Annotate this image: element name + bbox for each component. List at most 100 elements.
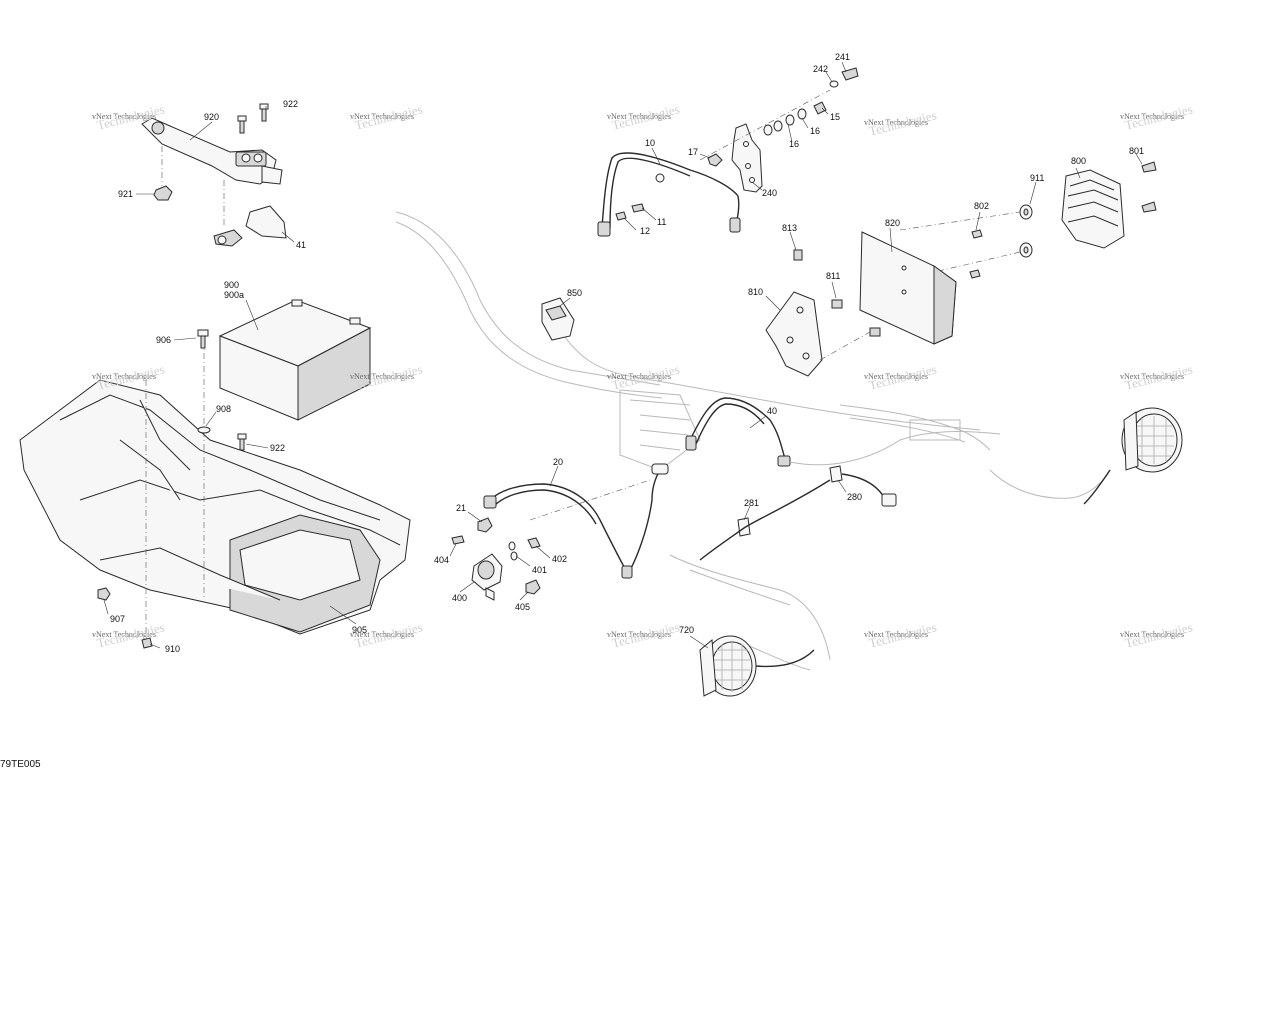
callout-280: 280: [847, 492, 862, 502]
nut-921: [153, 185, 173, 201]
callout-850: 850: [567, 288, 582, 298]
callout-405: 405: [515, 602, 530, 612]
battery-cable-bracket: [141, 117, 283, 185]
callout-820: 820: [885, 218, 900, 228]
callout-20: 20: [553, 457, 563, 467]
callout-922: 922: [270, 443, 285, 453]
callout-922: 922: [283, 99, 298, 109]
callout-10: 10: [645, 138, 655, 148]
callout-17: 17: [688, 147, 698, 157]
callout-921: 921: [118, 189, 133, 199]
relay-400: [471, 553, 503, 601]
nut-21: [477, 517, 493, 533]
callout-12: 12: [640, 226, 650, 236]
light-right: [1083, 407, 1183, 505]
connector-850: [541, 297, 575, 341]
callout-21: 21: [456, 503, 466, 513]
callout-911: 911: [1030, 173, 1044, 183]
callout-800: 800: [1071, 156, 1086, 166]
callout-813: 813: [782, 223, 797, 233]
mount-bracket-240: [731, 123, 763, 193]
clip-280: [829, 465, 897, 507]
callout-720: 720: [679, 625, 694, 635]
watermark-text: vNext Technologies: [350, 372, 414, 381]
callout-920: 920: [204, 112, 219, 122]
watermark-text: vNext Technologies: [1120, 372, 1184, 381]
watermark-text: vNext Technologies: [607, 630, 671, 639]
callout-241: 241: [835, 52, 850, 62]
callout-910: 910: [165, 644, 180, 654]
callout-242: 242: [813, 64, 828, 74]
battery-900: [218, 299, 372, 421]
light-720: [699, 635, 815, 697]
callout-41: 41: [296, 240, 306, 250]
watermark-text: vNext Technologies: [864, 630, 928, 639]
leader-lines: [103, 61, 1143, 649]
screw-11-12: [615, 203, 645, 221]
bolt-906: [197, 329, 209, 349]
watermark-text: vNext Technologies: [1120, 630, 1184, 639]
screw-404: [451, 535, 465, 545]
washer-908: [197, 426, 211, 434]
callout-801: 801: [1129, 146, 1144, 156]
callout-240: 240: [762, 188, 777, 198]
callout-400: 400: [452, 593, 467, 603]
callout-404: 404: [434, 555, 449, 565]
bolt-920-top: [237, 115, 247, 134]
washers-911: [1019, 204, 1033, 258]
screws-813-811: [793, 249, 881, 337]
bracket-810: [765, 291, 823, 377]
watermark-text: vNext Technologies: [607, 372, 671, 381]
callout-900a: 900a: [224, 290, 244, 300]
washers-16-15: [763, 101, 827, 136]
watermark-text: vNext Technologies: [607, 112, 671, 121]
callout-11: 11: [657, 217, 666, 227]
callout-906: 906: [156, 335, 171, 345]
wiring-harness-40: [685, 397, 1001, 467]
callout-802: 802: [974, 201, 989, 211]
callout-15: 15: [830, 112, 840, 122]
clip-281: [699, 479, 831, 561]
mounting-plate-820: [859, 231, 957, 345]
watermark-text: vNext Technologies: [350, 112, 414, 121]
washers-401-402: [508, 537, 541, 561]
callout-810: 810: [748, 287, 763, 297]
bolt-922-lower: [237, 433, 247, 451]
watermark-text: vNext Technologies: [864, 118, 928, 127]
callout-16: 16: [789, 139, 799, 149]
nut-907: [97, 587, 111, 601]
callout-16: 16: [810, 126, 820, 136]
watermark-text: vNext Technologies: [92, 372, 156, 381]
watermark-text: vNext Technologies: [92, 630, 156, 639]
cable-10: [597, 152, 741, 237]
bolt-241: [829, 67, 859, 88]
nuts-802: [969, 229, 983, 279]
callout-401: 401: [532, 565, 547, 575]
module-800: [1061, 169, 1125, 249]
callout-labels: 241 242 920 922 15 16 16 17 10 240 921 1…: [110, 52, 1144, 654]
callout-811: 811: [826, 271, 840, 281]
callout-908: 908: [216, 404, 231, 414]
vehicle-frame-outline: [395, 211, 1111, 671]
watermark-text: vNext Technologies: [350, 630, 414, 639]
part-910: [141, 637, 153, 649]
cable-20: [483, 463, 669, 579]
bolt-922-top: [259, 103, 269, 122]
nut-405: [525, 579, 541, 595]
figure-code: 79TE005: [0, 759, 41, 770]
